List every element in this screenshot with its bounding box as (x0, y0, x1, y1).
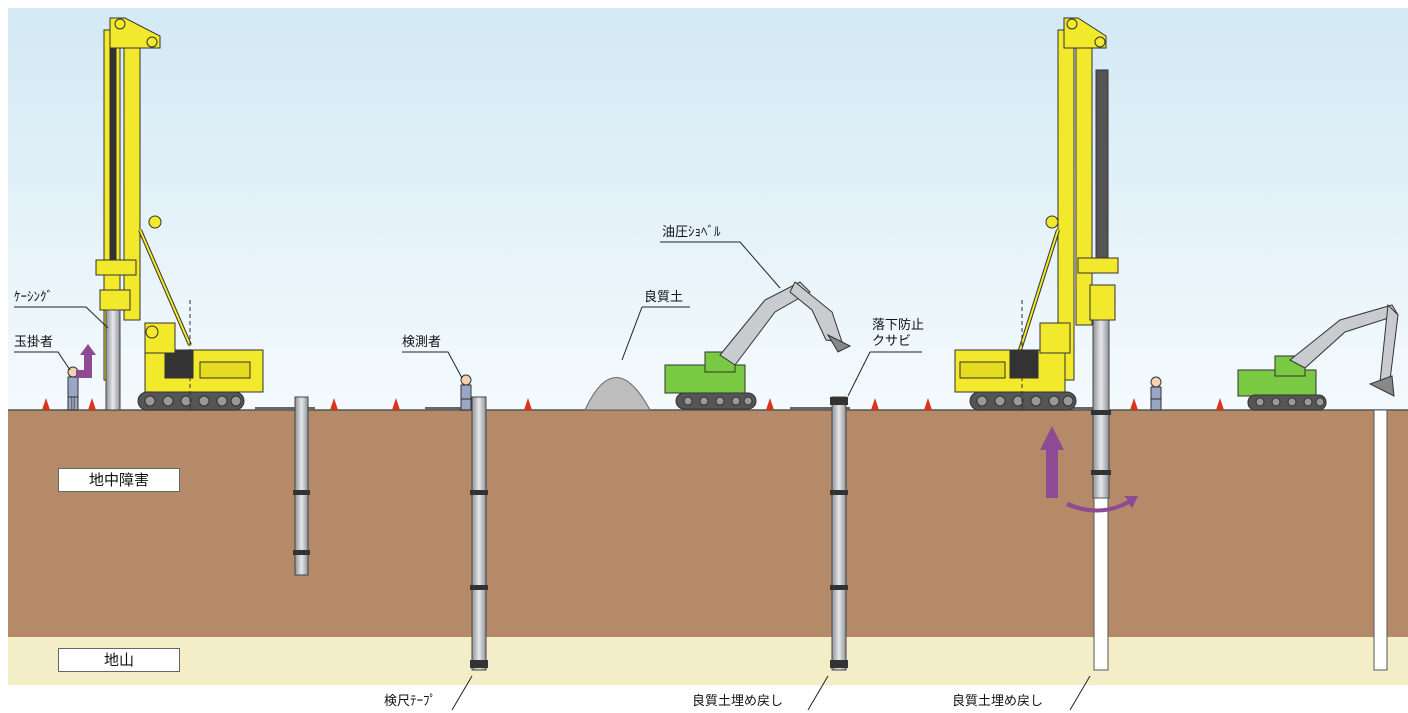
good-soil-label: 良質土 (644, 290, 684, 305)
bedrock-layer (8, 637, 1408, 685)
good-soil-mound (584, 377, 651, 411)
excavator-label: 油圧ｼｮﾍﾞﾙ (662, 225, 721, 240)
soil-layer (8, 410, 1408, 637)
casing-label: ｹｰｼﾝｸﾞ (14, 290, 53, 305)
fall-prevention-label-2: クサビ (872, 334, 912, 349)
excavator-left (664, 281, 852, 410)
slinger-label: 玉掛者 (14, 335, 54, 350)
leader-lines (14, 241, 1091, 711)
traffic-cones (42, 398, 1224, 410)
extract-arrow-icon (1040, 426, 1064, 498)
bedrock-layer-label: 地山 (58, 648, 180, 672)
surveyor-worker (460, 374, 472, 411)
casing-segment-1 (293, 396, 310, 576)
backfill-label-2: 良質土埋め戻し (952, 694, 1044, 709)
casing-segment-2 (470, 396, 488, 671)
surveyor-label: 検測者 (402, 335, 442, 350)
backfill-hole-1 (1093, 497, 1109, 671)
drilling-rig-left (95, 17, 264, 411)
measuring-tape-label: 検尺ﾃｰﾌﾟ (384, 694, 437, 709)
slinger-worker (67, 366, 79, 411)
drilling-rig-right (954, 17, 1119, 411)
backfill-label-1: 良質土埋め戻し (692, 694, 784, 709)
rotate-arrow-icon (1066, 496, 1138, 513)
casing-left-held (105, 309, 121, 411)
obstruction-layer-label: 地中障害 (58, 468, 180, 492)
fall-prevention-label-1: 落下防止 (872, 318, 925, 333)
casing-segment-3 (830, 396, 848, 671)
worker-right (1150, 376, 1162, 411)
backfill-hole-2 (1373, 409, 1388, 671)
casing-extracting (1091, 319, 1111, 499)
sky (8, 8, 1408, 410)
excavator-right (1237, 303, 1399, 411)
lift-arrow-icon (76, 344, 96, 378)
